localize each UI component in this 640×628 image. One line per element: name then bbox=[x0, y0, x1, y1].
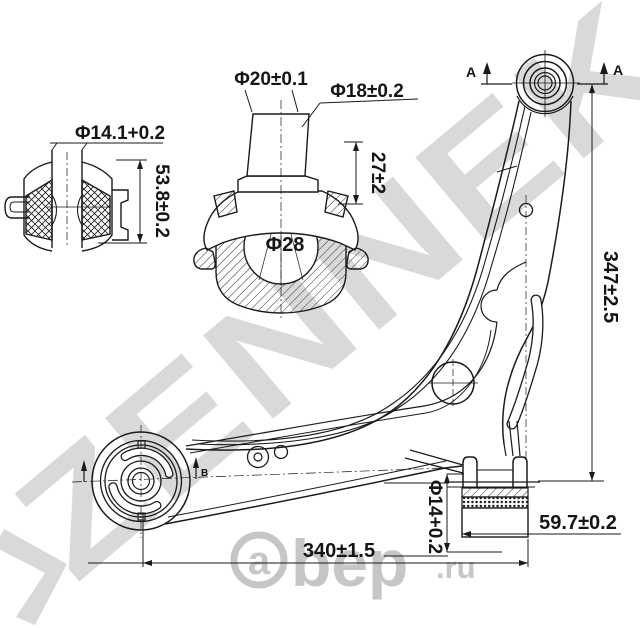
dim-front-bushing-bore: Φ14.1+0.2 bbox=[75, 123, 165, 144]
dim-balljoint-ball-dia: Φ28 bbox=[266, 234, 305, 256]
dim-balljoint-stud-height: 27±2 bbox=[367, 152, 388, 194]
ball-joint-detail-dims bbox=[244, 89, 419, 205]
section-label-b: B bbox=[201, 468, 208, 479]
logo-letter-a: a bbox=[248, 539, 271, 583]
control-arm-plan-view bbox=[71, 50, 580, 538]
arm-dimensions bbox=[88, 84, 621, 567]
section-label-a-left: A bbox=[466, 64, 476, 80]
section-label-a-right: A bbox=[613, 62, 623, 78]
front-bushing-detail-dims bbox=[50, 142, 163, 244]
front-bushing-detail-view bbox=[4, 150, 129, 252]
logo-tld: .ru bbox=[436, 550, 476, 585]
ball-joint-detail-view bbox=[193, 100, 369, 318]
dimension-labels: Φ14.1+0.2 53.8±0.2 Φ20±0.1 Φ18±0.2 27±2 … bbox=[75, 69, 621, 562]
brand-chevron-icon bbox=[0, 529, 67, 625]
section-labels: A A B bbox=[201, 62, 623, 479]
dim-balljoint-taper-bottom: Φ18±0.2 bbox=[330, 81, 404, 102]
dim-arm-length: 340±1.5 bbox=[303, 540, 375, 562]
dim-arm-height: 347±2.5 bbox=[599, 251, 621, 323]
dim-front-bushing-length: 53.8±0.2 bbox=[151, 164, 172, 238]
logo-ring-icon bbox=[230, 531, 288, 589]
dim-rear-bushing-bore: Φ14+0.2 bbox=[424, 480, 445, 554]
dim-balljoint-taper-top: Φ20±0.1 bbox=[234, 69, 308, 90]
dim-rear-bushing-length: 59.7±0.2 bbox=[539, 512, 617, 534]
